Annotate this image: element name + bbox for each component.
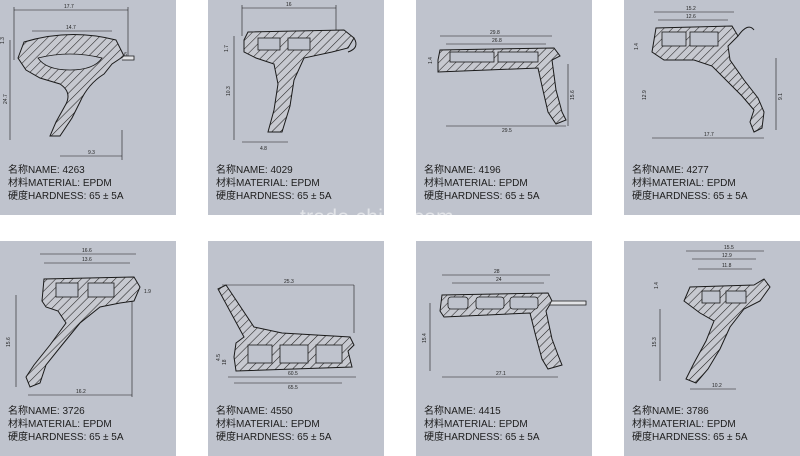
product-card-4415: 28 24 15.4 27.1 名称NAME: 4415 材料MATERIAL:… [416, 241, 592, 456]
dim-label: 1.9 [144, 289, 151, 295]
profile-drawing: 15.2 12.6 1.4 12.9 9.1 17.7 [634, 6, 784, 139]
spec-hardness: 硬度HARDNESS: 65 ± 5A [8, 191, 124, 202]
spec-material: 材料MATERIAL: EPDM [424, 419, 528, 430]
spec-hardness: 硬度HARDNESS: 65 ± 5A [8, 432, 124, 443]
spec-name: 名称NAME: 4196 [424, 165, 501, 176]
dim-label: 1.7 [224, 45, 230, 52]
spec-name: 名称NAME: 4277 [632, 165, 709, 176]
dim-label: 15.6 [6, 337, 12, 347]
spec-block: 名称NAME: 4196 材料MATERIAL: EPDM 硬度HARDNESS… [424, 164, 540, 203]
dim-label: 13.6 [82, 257, 92, 263]
dim-label: 10.2 [712, 383, 722, 389]
seal-profile [437, 47, 567, 125]
seal-profile [25, 276, 141, 388]
dim-label: 9.3 [88, 150, 95, 156]
dim-label: 16.6 [82, 248, 92, 254]
spec-block: 名称NAME: 4029 材料MATERIAL: EPDM 硬度HARDNESS… [216, 164, 332, 203]
profile-drawing: 16.6 13.6 1.9 15.6 16.2 [6, 248, 151, 397]
dim-label: 29.5 [502, 128, 512, 134]
dim-label: 15.2 [686, 6, 696, 12]
spec-hardness: 硬度HARDNESS: 65 ± 5A [216, 191, 332, 202]
product-card-4550: 25.3 4.5 18 60.5 65.5 名称NAME: 4550 材料MAT… [208, 241, 384, 456]
product-card-3786: 15.5 12.9 11.8 1.4 15.3 10.2 名称NAME: 378… [624, 241, 800, 456]
seal-profile [243, 29, 355, 133]
dim-label: 28 [494, 269, 500, 275]
dim-label: 1.4 [634, 43, 640, 50]
spec-hardness: 硬度HARDNESS: 65 ± 5A [424, 432, 540, 443]
product-card-4277: 15.2 12.6 1.4 12.9 9.1 17.7 名称NAME: 4277… [624, 0, 800, 215]
spec-block: 名称NAME: 4277 材料MATERIAL: EPDM 硬度HARDNESS… [632, 164, 748, 203]
dim-label: 1.4 [654, 282, 660, 289]
dim-label: 4.8 [260, 146, 267, 152]
dim-label: 14.7 [66, 25, 76, 31]
spec-hardness: 硬度HARDNESS: 65 ± 5A [216, 432, 332, 443]
dim-label: 1.3 [0, 37, 6, 44]
profile-drawing: 29.8 26.8 1.4 15.6 29.5 [428, 30, 576, 134]
profile-drawing: 25.3 4.5 18 60.5 65.5 [216, 279, 356, 391]
spec-material: 材料MATERIAL: EPDM [8, 419, 112, 430]
spec-block: 名称NAME: 4263 材料MATERIAL: EPDM 硬度HARDNESS… [8, 164, 124, 203]
dim-label: 24 [496, 277, 502, 283]
dim-label: 15.3 [652, 337, 658, 347]
profile-drawing: 16 1.7 10.3 4.8 [224, 2, 357, 152]
seal-profile [17, 34, 125, 137]
dim-label: 12.9 [722, 253, 732, 259]
dim-label: 12.6 [686, 14, 696, 20]
spec-material: 材料MATERIAL: EPDM [632, 178, 736, 189]
spec-material: 材料MATERIAL: EPDM [216, 178, 320, 189]
dim-label: 15.4 [422, 333, 428, 343]
spec-material: 材料MATERIAL: EPDM [8, 178, 112, 189]
dim-label: 27.1 [496, 371, 506, 377]
seal-profile [439, 292, 563, 370]
profile-drawing: 28 24 15.4 27.1 [422, 269, 587, 378]
spec-material: 材料MATERIAL: EPDM [424, 178, 528, 189]
profile-drawing: 15.5 12.9 11.8 1.4 15.3 10.2 [652, 245, 771, 390]
dim-label: 18 [222, 359, 228, 365]
spec-name: 名称NAME: 4415 [424, 406, 501, 417]
profile-drawing: 17.7 14.7 1.3 0.6 24.7 9.3 [0, 4, 135, 160]
spec-material: 材料MATERIAL: EPDM [216, 419, 320, 430]
spec-block: 名称NAME: 3786 材料MATERIAL: EPDM 硬度HARDNESS… [632, 405, 748, 444]
dim-label: 10.3 [226, 86, 232, 96]
dim-label: 15.6 [570, 90, 576, 100]
product-card-3726: 16.6 13.6 1.9 15.6 16.2 名称NAME: 3726 材料M… [0, 241, 176, 456]
dim-label: 16.2 [76, 389, 86, 395]
spec-name: 名称NAME: 4550 [216, 406, 293, 417]
dim-label: 11.8 [722, 263, 732, 269]
spec-block: 名称NAME: 3726 材料MATERIAL: EPDM 硬度HARDNESS… [8, 405, 124, 444]
spec-material: 材料MATERIAL: EPDM [632, 419, 736, 430]
dim-label: 1.4 [428, 57, 434, 64]
dim-label: 17.7 [64, 4, 74, 10]
dim-label: 24.7 [3, 94, 9, 104]
dim-label: 29.8 [490, 30, 500, 36]
dim-label: 15.5 [724, 245, 734, 251]
spec-hardness: 硬度HARDNESS: 65 ± 5A [424, 191, 540, 202]
spec-name: 名称NAME: 4029 [216, 165, 293, 176]
seal-profile [683, 278, 771, 384]
dim-label: 12.9 [642, 90, 648, 100]
dim-label: 26.8 [492, 38, 502, 44]
spec-hardness: 硬度HARDNESS: 65 ± 5A [632, 432, 748, 443]
spec-hardness: 硬度HARDNESS: 65 ± 5A [632, 191, 748, 202]
watermark-text: trade.china.com [300, 206, 454, 229]
dim-label: 17.7 [704, 132, 714, 138]
dim-label: 65.5 [288, 385, 298, 391]
dim-label: 25.3 [284, 279, 294, 285]
spec-name: 名称NAME: 4263 [8, 165, 85, 176]
spec-block: 名称NAME: 4415 材料MATERIAL: EPDM 硬度HARDNESS… [424, 405, 540, 444]
spec-block: 名称NAME: 4550 材料MATERIAL: EPDM 硬度HARDNESS… [216, 405, 332, 444]
spec-name: 名称NAME: 3786 [632, 406, 709, 417]
dim-label: 60.5 [288, 371, 298, 377]
dim-label: 9.1 [778, 93, 784, 100]
product-card-4196: 29.8 26.8 1.4 15.6 29.5 名称NAME: 4196 材料M… [416, 0, 592, 215]
spec-name: 名称NAME: 3726 [8, 406, 85, 417]
dim-label: 4.5 [216, 354, 222, 361]
dim-label: 16 [286, 2, 292, 8]
product-card-4029: 16 1.7 10.3 4.8 名称NAME: 4029 材料MATERIAL:… [208, 0, 384, 215]
product-card-4263: 17.7 14.7 1.3 0.6 24.7 9.3 名称NAME: 4263 … [0, 0, 176, 215]
